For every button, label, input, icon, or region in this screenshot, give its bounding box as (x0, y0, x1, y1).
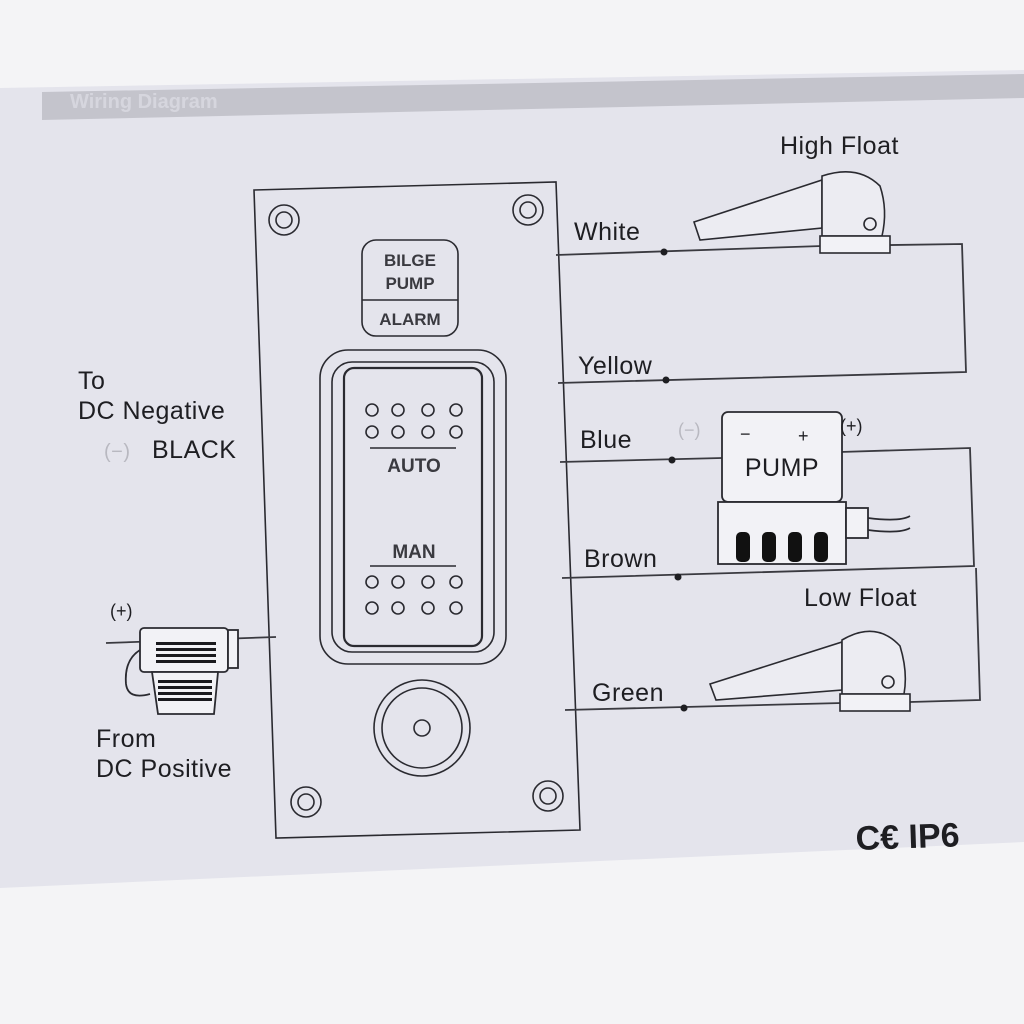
blue-wire-label: Blue (580, 426, 632, 454)
pump-positive-sign: (+) (840, 416, 863, 436)
switch-dot (421, 575, 435, 589)
header-title: Wiring Diagram (70, 91, 218, 113)
dc-negative-sign: (−) (104, 441, 131, 463)
low-float-icon (708, 630, 911, 712)
high-float-icon (692, 170, 891, 254)
brown-wire (561, 447, 975, 579)
indicator-line-1: BILGE (384, 251, 436, 270)
switch-dot (365, 601, 379, 615)
switch-man-label: MAN (392, 542, 435, 563)
ce-ip-mark: C€ IP6 (855, 816, 960, 858)
white-wire (555, 245, 823, 256)
dc-positive-from: From (96, 725, 156, 753)
switch-dot (421, 425, 435, 439)
pump-negative-sign: (−) (678, 420, 701, 440)
high-float-label: High Float (780, 132, 899, 160)
indicator-line-2: PUMP (385, 274, 434, 293)
switch-dots (365, 403, 463, 615)
switch-dot (391, 575, 405, 589)
white-wire-label: White (574, 218, 640, 246)
pump-plus-terminal: + (798, 426, 809, 446)
switch-dot (391, 601, 405, 615)
return-wire (909, 567, 981, 703)
rocker-switch[interactable] (319, 349, 507, 665)
switch-dot (365, 575, 379, 589)
switch-auto-label: AUTO (387, 456, 440, 477)
switch-dot (421, 403, 435, 417)
dc-positive-sign: (+) (110, 601, 133, 621)
pump-slots (736, 532, 828, 562)
switch-dot (391, 425, 405, 439)
screw-icon (532, 780, 564, 812)
bilge-pump-alarm-indicator (361, 239, 459, 337)
low-float-label: Low Float (804, 584, 917, 612)
dc-negative-label: DC Negative (78, 397, 225, 425)
pump-minus-terminal: − (740, 424, 751, 444)
fuse-ribs (156, 642, 216, 701)
yellow-wire-label: Yellow (578, 352, 653, 380)
switch-dot (365, 403, 379, 417)
blue-wire (559, 457, 723, 463)
switch-dot (421, 601, 435, 615)
header-bar (42, 74, 1024, 120)
wire-dots (660, 248, 688, 712)
buzzer-icon (373, 679, 471, 777)
switch-dot (449, 575, 463, 589)
switch-dot (449, 601, 463, 615)
dc-negative-to: To (78, 367, 105, 395)
brown-wire-label: Brown (584, 545, 657, 573)
switch-dot (365, 425, 379, 439)
green-wire-label: Green (592, 679, 664, 707)
switch-dot (391, 403, 405, 417)
dc-negative-color: BLACK (152, 436, 236, 464)
screw-icon (290, 786, 322, 818)
switch-dot (449, 425, 463, 439)
screw-icon (268, 204, 300, 236)
dc-positive-label: DC Positive (96, 755, 232, 783)
green-wire (564, 702, 843, 711)
indicator-line-3: ALARM (379, 310, 440, 329)
screw-icon (512, 194, 544, 226)
pump-label: PUMP (745, 454, 819, 482)
yellow-wire (557, 243, 967, 384)
switch-dot (449, 403, 463, 417)
switch-panel (253, 181, 581, 839)
